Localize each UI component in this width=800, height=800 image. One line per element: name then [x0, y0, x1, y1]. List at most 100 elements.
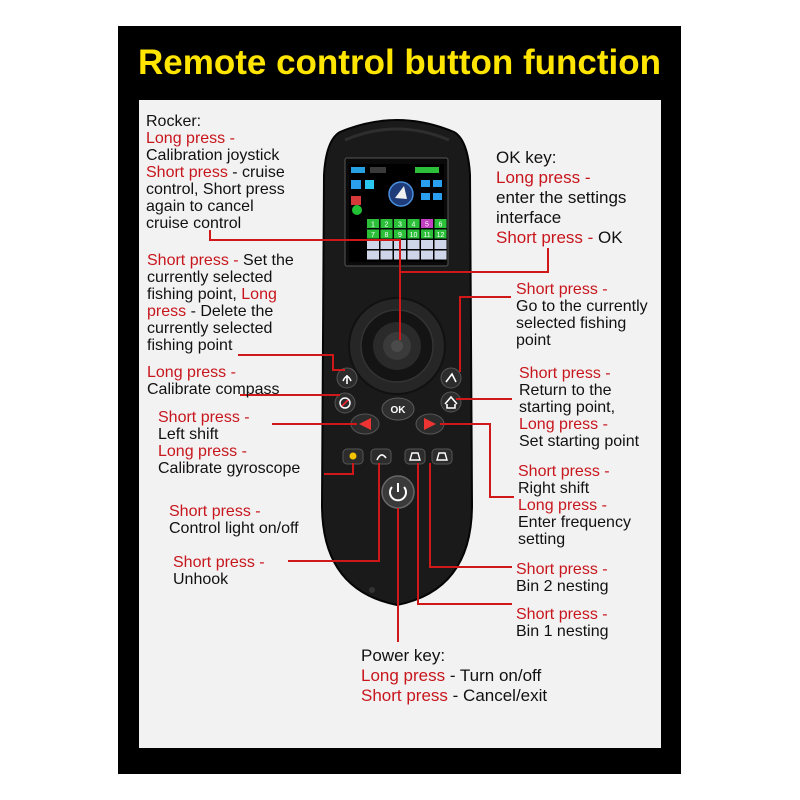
- callout-compass: Long press - Calibrate compass: [147, 364, 280, 398]
- rocker-joystick[interactable]: [348, 297, 446, 395]
- right-short-press: Short press -: [518, 463, 610, 480]
- light-action: Control light on/off: [169, 520, 299, 537]
- callout-go-to-point: Short press - Go to the currently select…: [516, 281, 648, 349]
- screen-grid-number: 1: [371, 222, 375, 229]
- ok-key-short-action: OK: [598, 228, 623, 247]
- screen-grid-number: 2: [385, 222, 389, 229]
- screen-grid-cell: [421, 240, 433, 249]
- goto-action-1: Go to the currently: [516, 298, 648, 315]
- right-short-action: Right shift: [518, 480, 590, 497]
- compass-action: Calibrate compass: [147, 381, 280, 398]
- home-short-press: Short press -: [519, 365, 611, 382]
- screen-grid-number: 8: [385, 232, 389, 239]
- ok-button-label: OK: [391, 405, 407, 416]
- left-long-press: Long press -: [158, 443, 247, 460]
- right-long-action-1: Enter frequency: [518, 514, 631, 531]
- callout-light: Short press - Control light on/off: [169, 503, 299, 537]
- home-icon: [444, 395, 458, 409]
- screen-grid-cell: [394, 219, 406, 228]
- bin2-action: Bin 2 nesting: [516, 578, 609, 595]
- bin2-button[interactable]: [404, 448, 426, 465]
- rocker-long-action: Calibration joystick: [146, 147, 280, 164]
- bin1-icon: [436, 452, 448, 461]
- ok-key-heading: OK key:: [496, 148, 557, 167]
- ok-key-long-action-2: interface: [496, 208, 562, 227]
- light-short-press: Short press -: [169, 503, 261, 520]
- screen-grid-cell: [434, 219, 447, 228]
- callout-power-key: Power key: Long press - Turn on/off Shor…: [361, 646, 547, 706]
- right-long-press: Long press -: [518, 497, 607, 514]
- fishing-short-press: Short press -: [147, 252, 244, 269]
- screen-grid-cell: [407, 229, 420, 239]
- left-short-press: Short press -: [158, 409, 250, 426]
- right-shift-button[interactable]: [415, 413, 445, 435]
- rocker-short-action-2: control, Short press: [146, 181, 285, 198]
- fishing-short-action-1: Set the: [243, 252, 294, 269]
- go-to-point-button[interactable]: [440, 367, 462, 389]
- fishing-long-press-b: press: [147, 303, 187, 320]
- ok-key-long-press: Long press -: [496, 168, 591, 187]
- power-heading: Power key:: [361, 646, 446, 665]
- bin2-short-press: Short press -: [516, 561, 608, 578]
- goto-action-2: selected fishing: [516, 315, 627, 332]
- bin2-icon: [409, 452, 421, 461]
- power-button[interactable]: [381, 475, 415, 509]
- screen-grid-number: 9: [398, 232, 402, 239]
- left-arrow-icon: [359, 418, 371, 430]
- power-icon: [389, 486, 407, 502]
- screen-grid-cell: [380, 250, 393, 260]
- screen-grid-cell: [380, 219, 393, 228]
- fishing-long-action-2: currently selected: [147, 320, 273, 337]
- compass-long-press: Long press -: [147, 364, 236, 381]
- fishing-short-action-3: fishing point,: [147, 286, 242, 303]
- ok-key-short-press: Short press -: [496, 228, 599, 247]
- screen-home-icon: [351, 180, 361, 189]
- callout-left-shift: Short press - Left shift Long press - Ca…: [158, 409, 300, 477]
- screen-grid-number: 12: [437, 232, 445, 239]
- goto-action-3: point: [516, 332, 551, 349]
- rocker-short-action-1: - cruise: [227, 164, 285, 181]
- compass-button[interactable]: [334, 392, 356, 414]
- light-button[interactable]: [342, 448, 364, 465]
- screen-grid-cell: [421, 250, 433, 260]
- ok-key-long-action-1: enter the settings: [496, 188, 627, 207]
- home-button[interactable]: [440, 391, 462, 413]
- unhook-icon: [376, 454, 387, 461]
- unhook-short-press: Short press -: [173, 554, 265, 571]
- callout-fishing-point: Short press - Set the currently selected…: [147, 252, 294, 354]
- fishing-point-icon: [342, 375, 352, 384]
- left-short-action: Left shift: [158, 426, 219, 443]
- unhook-button[interactable]: [370, 448, 392, 465]
- callout-ok-key: OK key: Long press - enter the settings …: [496, 148, 626, 248]
- right-long-action-2: setting: [518, 531, 566, 548]
- power-long-action: - Turn on/off: [445, 666, 542, 685]
- lanyard-hole: [369, 587, 375, 593]
- power-long-press: Long press: [361, 666, 446, 685]
- screen-grid-cell: [434, 240, 447, 249]
- home-short-action-1: Return to the: [519, 382, 612, 399]
- screen-grid-cell: [434, 250, 447, 260]
- screen-grid-cell: [367, 229, 379, 239]
- screen-grid-number: 11: [423, 232, 430, 239]
- power-short-action: - Cancel/exit: [447, 686, 548, 705]
- rocker-short-action-4: cruise control: [146, 215, 242, 232]
- right-arrow-icon: [424, 418, 436, 430]
- screen-grid-cell: [367, 219, 379, 228]
- bin1-button[interactable]: [431, 448, 453, 465]
- callout-right-shift: Short press - Right shift Long press - E…: [518, 463, 631, 548]
- screen-grid-cell: [380, 240, 393, 249]
- screen-grid-number: 7: [371, 232, 375, 239]
- fishing-point-button[interactable]: [336, 367, 358, 389]
- compass-icon: [339, 397, 351, 409]
- power-short-press: Short press: [361, 686, 448, 705]
- screen-grid-cell: [434, 229, 447, 239]
- screen-grid-cell: [380, 229, 393, 239]
- ok-button[interactable]: OK: [381, 397, 415, 421]
- rocker-long-press: Long press -: [146, 130, 235, 147]
- light-icon: [349, 452, 357, 460]
- screen-grid-number: 6: [439, 222, 443, 229]
- screen-grid-cell: [407, 240, 420, 249]
- screen-grid-cell: [421, 219, 433, 228]
